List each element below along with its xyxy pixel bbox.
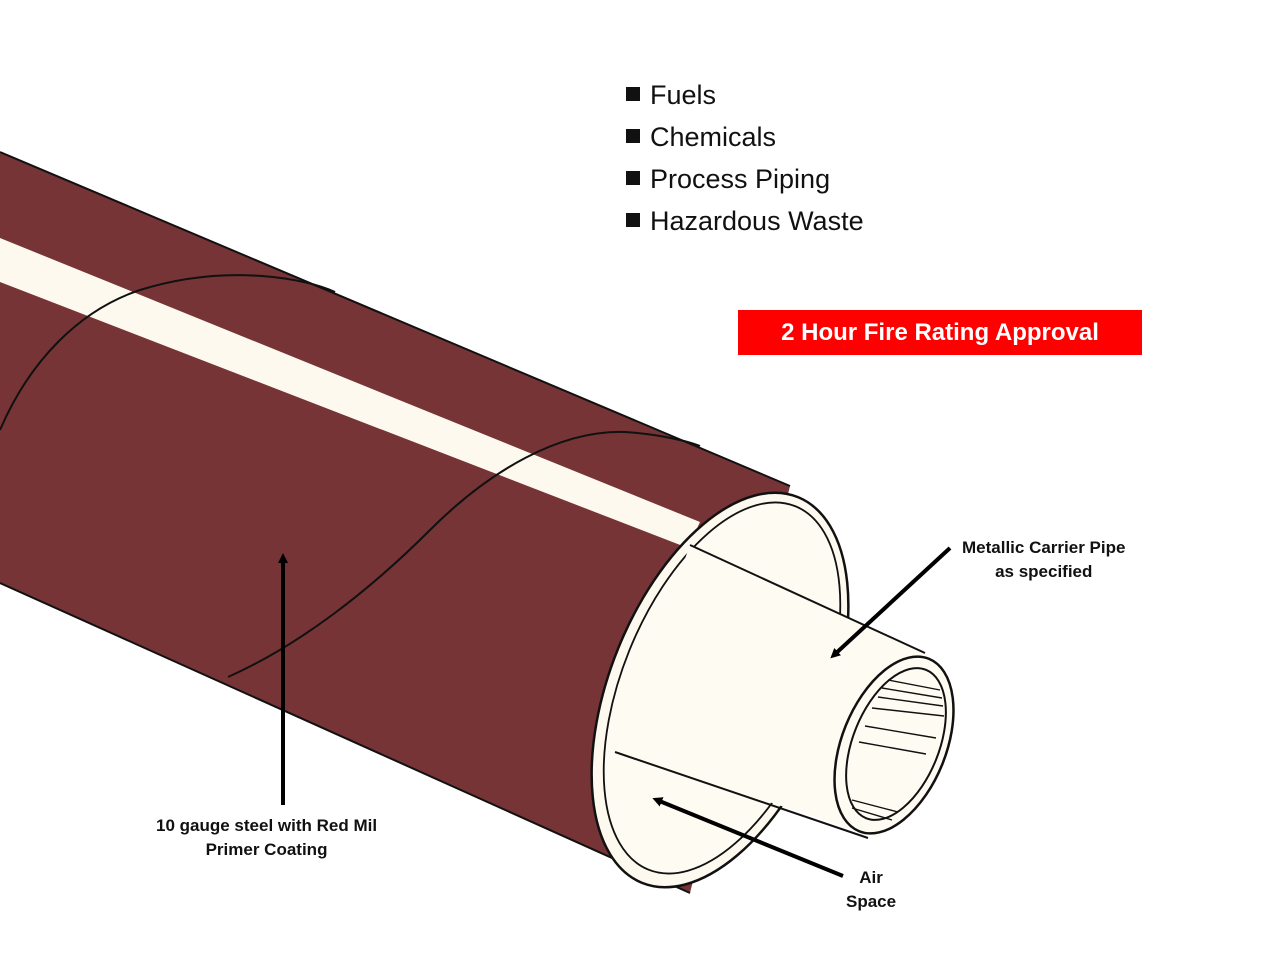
bullet-square-icon [626, 129, 640, 143]
bullet-square-icon [626, 171, 640, 185]
arrows [278, 546, 952, 878]
air-space-label: Air Space [846, 868, 897, 911]
jacket-stripe [0, 238, 700, 548]
list-item: Fuels [626, 76, 864, 118]
outer-pipe-top-edge [0, 151, 791, 487]
spiral-seam [0, 274, 336, 431]
carrier-pipe [614, 544, 955, 839]
carrier-bottom-edge [614, 751, 869, 839]
carrier-arrow [830, 546, 952, 659]
application-list: Fuels Chemicals Process Piping Hazardous… [626, 76, 864, 244]
carrier-top-edge [689, 544, 926, 654]
carrier-inner-lines [851, 679, 945, 821]
list-item-label: Process Piping [650, 164, 831, 194]
outer-pipe-bottom-edge [0, 582, 691, 894]
steel-coating-label: 10 gauge steel with Red Mil Primer Coati… [156, 816, 378, 859]
carrier-pipe-label: Metallic Carrier Pipe as specified [962, 538, 1126, 581]
carrier-end-inner [845, 667, 947, 821]
air-arrow [652, 797, 844, 878]
list-item-label: Hazardous Waste [650, 206, 864, 236]
spiral-seam-2 [227, 430, 701, 678]
list-item: Process Piping [626, 160, 864, 202]
list-item: Hazardous Waste [626, 202, 864, 244]
outer-pipe-jacket [0, 151, 791, 894]
list-item-label: Fuels [650, 80, 717, 110]
fire-rating-badge: 2 Hour Fire Rating Approval [738, 310, 1142, 355]
list-item: Chemicals [626, 118, 864, 160]
bullet-square-icon [626, 87, 640, 101]
list-item-label: Chemicals [650, 122, 777, 152]
bullet-square-icon [626, 213, 640, 227]
